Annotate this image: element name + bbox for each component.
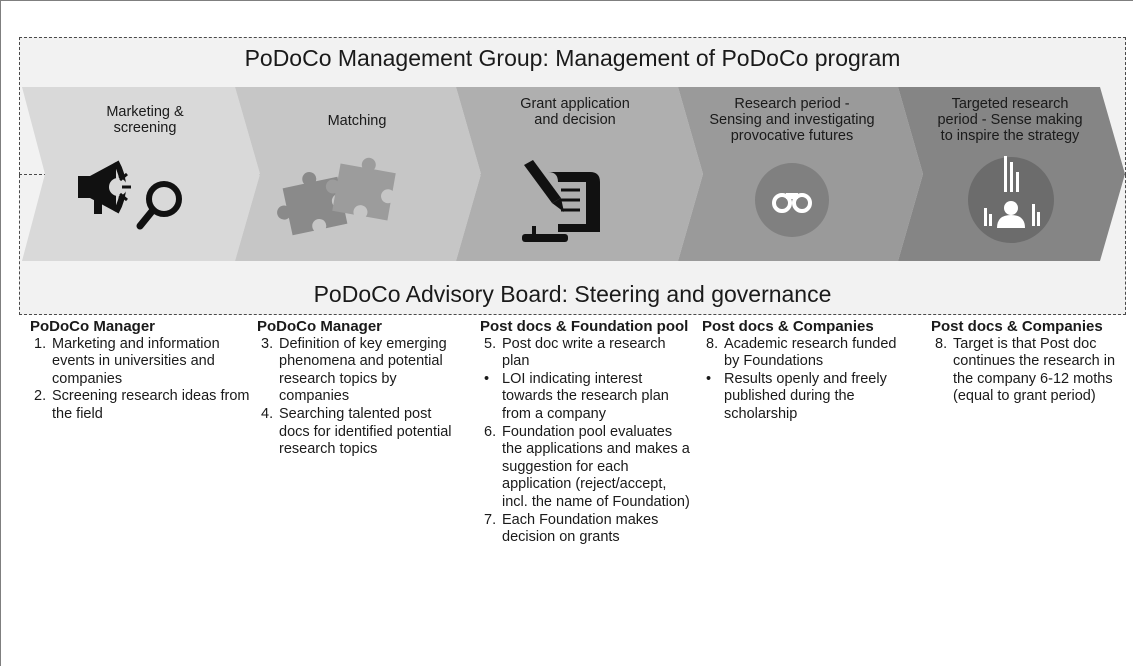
stage-4-label: Research period - Sensing and investigat… <box>709 96 875 144</box>
list-item: 4.Searching talented post docs for ident… <box>261 405 452 458</box>
column-list: 3.Definition of key emerging phenomena a… <box>257 336 457 459</box>
stage-3-label: Grant application and decision <box>520 96 630 128</box>
advisory-board-band: PoDoCo Advisory Board: Steering and gove… <box>19 175 1126 315</box>
column-matching: PoDoCo Manager 3.Definition of key emerg… <box>257 318 457 459</box>
stage-5-label: Targeted research period - Sense making … <box>937 96 1083 144</box>
column-list: 5. Post doc write a research plan •LOI i… <box>480 336 690 547</box>
list-item: 8.Target is that Post doc continues the … <box>935 335 1116 405</box>
management-group-title: PoDoCo Management Group: Management of P… <box>244 45 901 71</box>
column-title: PoDoCo Manager <box>30 318 156 335</box>
column-list: 8.Academic research funded by Foundation… <box>702 336 914 424</box>
column-title: Post docs & Companies <box>702 318 874 335</box>
column-grant: Post docs & Foundation pool 5. Post doc … <box>480 318 690 547</box>
column-list: 8.Target is that Post doc continues the … <box>931 336 1126 406</box>
stage-1-label: Marketing & screening <box>106 104 184 136</box>
column-title: PoDoCo Manager <box>257 318 383 335</box>
list-item: 6.Foundation pool evaluates the applicat… <box>484 423 690 510</box>
column-title: Post docs & Foundation pool <box>480 318 689 335</box>
list-item: 3.Definition of key emerging phenomena a… <box>261 335 447 405</box>
column-targeted: Post docs & Companies 8.Target is that P… <box>931 318 1126 406</box>
list-item: 5. Post doc write a research plan <box>484 335 666 370</box>
column-list: 1.Marketing and information events in un… <box>30 336 254 424</box>
advisory-board-title: PoDoCo Advisory Board: Steering and gove… <box>313 281 832 307</box>
list-item: 7.Each Foundation makes decision on gran… <box>484 511 659 546</box>
column-research: Post docs & Companies 8.Academic researc… <box>702 318 914 424</box>
list-item: 1.Marketing and information events in un… <box>34 335 220 387</box>
column-marketing: PoDoCo Manager 1.Marketing and informati… <box>30 318 254 424</box>
column-title: Post docs & Companies <box>931 318 1103 335</box>
list-item: •Results openly and freely published dur… <box>706 370 887 422</box>
list-item: 8.Academic research funded by Foundation… <box>706 335 897 370</box>
list-item: •LOI indicating interest towards the res… <box>484 370 669 422</box>
stage-2-label: Matching <box>327 113 387 129</box>
list-item: 2.Screening research ideas from the fiel… <box>34 388 250 422</box>
